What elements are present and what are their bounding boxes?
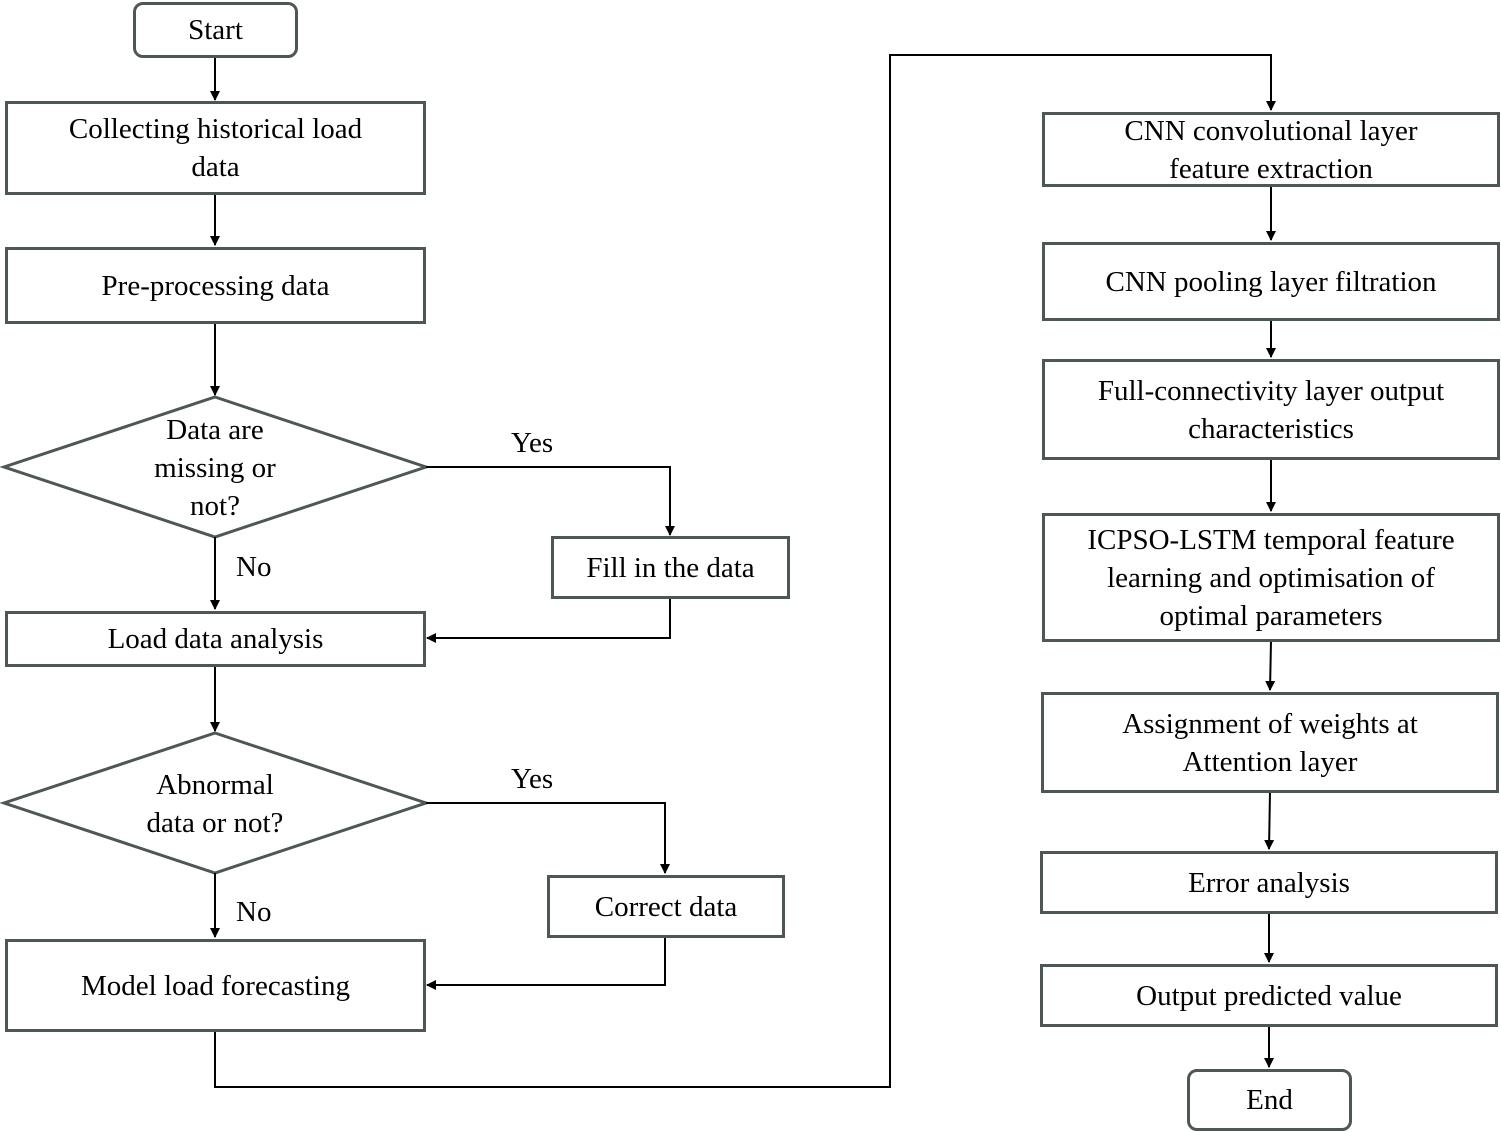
edge-correct-forecast	[426, 937, 666, 990]
missing-no-label: No	[236, 551, 272, 583]
end-node: End	[1187, 1069, 1352, 1131]
cnn-pool-node: CNN pooling layer filtration	[1042, 242, 1500, 321]
attention-node: Assignment of weights at Attention layer	[1041, 692, 1499, 793]
abnormal-no-label: No	[236, 896, 272, 928]
edge-fill-analysis	[426, 598, 671, 643]
missing-decision-label: Data are missing or not?	[154, 413, 276, 522]
load-analysis-node: Load data analysis	[5, 611, 426, 667]
error-analysis-node: Error analysis	[1040, 851, 1498, 914]
edge-abnormal-correct	[426, 802, 670, 874]
fill-data-node: Fill in the data	[551, 536, 790, 599]
preprocess-node: Pre-processing data	[5, 247, 426, 324]
start-node: Start	[133, 2, 298, 58]
correct-data-node: Correct data	[547, 875, 785, 938]
output-node: Output predicted value	[1040, 964, 1498, 1027]
forecast-node: Model load forecasting	[5, 939, 426, 1032]
icpso-lstm-node: ICPSO-LSTM temporal feature learning and…	[1042, 513, 1500, 642]
collect-data-node: Collecting historical load data	[5, 101, 426, 195]
edge-icpso-attention	[1265, 640, 1276, 691]
cnn-conv-node: CNN convolutional layer feature extracti…	[1042, 112, 1500, 187]
edge-forecast-cnnconv	[214, 54, 1276, 1088]
edge-attention-error	[1264, 791, 1275, 850]
abnormal-decision-label: Abnormal data or not?	[146, 769, 284, 839]
edge-missing-fill	[426, 466, 675, 536]
missing-yes-label: Yes	[511, 427, 554, 459]
full-conn-node: Full-connectivity layer output character…	[1042, 359, 1500, 460]
abnormal-yes-label: Yes	[511, 763, 554, 795]
